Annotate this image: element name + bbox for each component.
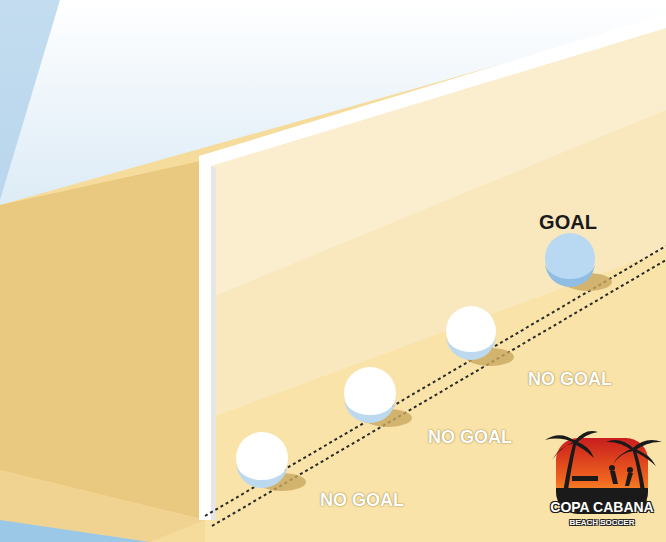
net-shade (205, 20, 666, 300)
goal-line (212, 260, 666, 526)
goal-post (199, 156, 211, 520)
no-goal-label: NO GOAL (428, 428, 512, 446)
ball (446, 306, 496, 360)
logo-subtitle: BEACH SOCCER (570, 519, 635, 527)
edge-shadow (0, 520, 150, 542)
ball-in-goal (545, 233, 595, 287)
post-shade (211, 166, 216, 520)
no-goal-label: NO GOAL (320, 491, 404, 509)
logo-title: COPA CABANA (550, 500, 653, 514)
goal-net (205, 20, 666, 420)
ball (344, 367, 396, 423)
ball (236, 432, 288, 488)
side-net (0, 160, 205, 520)
goal-line (205, 246, 666, 516)
crossbar (199, 14, 666, 166)
sea (0, 0, 60, 200)
no-goal-label: NO GOAL (528, 370, 612, 388)
side-floor (0, 470, 205, 542)
logo (545, 431, 662, 514)
goal-label: GOAL (539, 212, 597, 232)
